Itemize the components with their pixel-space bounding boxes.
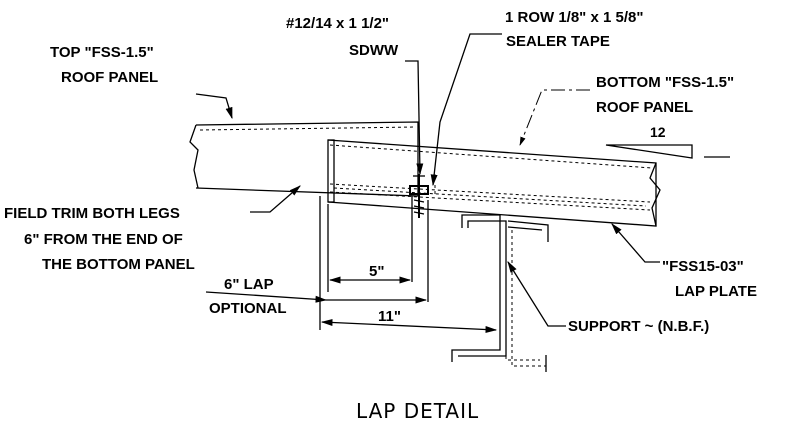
screw-label-2: SDWW	[349, 42, 399, 59]
dimensions	[205, 196, 498, 334]
screw-label-1: #12/14 x 1 1/2"	[286, 15, 389, 32]
bottom-panel-label-2: ROOF PANEL	[596, 99, 693, 116]
dim-11-label: 11"	[378, 308, 401, 325]
field-trim-label-3: THE BOTTOM PANEL	[42, 256, 195, 273]
sealer-label-2: SEALER TAPE	[506, 33, 610, 50]
support-label: SUPPORT ~ (N.B.F.)	[568, 318, 709, 335]
lap-plate-label-1: "FSS15-03"	[662, 258, 744, 275]
annotations: TOP "FSS-1.5" ROOF PANEL #12/14 x 1 1/2"…	[4, 9, 757, 423]
top-panel-label-2: ROOF PANEL	[61, 69, 158, 86]
bottom-roof-panel	[327, 139, 661, 227]
leaders	[195, 33, 660, 327]
support-member	[451, 214, 549, 372]
field-trim-label-2: 6" FROM THE END OF	[24, 231, 183, 248]
slope-label: 12	[650, 124, 666, 140]
top-roof-panel	[189, 121, 419, 197]
fastener	[409, 174, 436, 218]
sealer-label-1: 1 ROW 1/8" x 1 5/8"	[505, 9, 643, 26]
drawing-title: LAP DETAIL	[356, 399, 479, 423]
field-trim-label-1: FIELD TRIM BOTH LEGS	[4, 205, 180, 222]
slope-indicator: 12	[605, 124, 730, 159]
dim-5-label: 5"	[369, 263, 384, 280]
lap-6-label-1: 6" LAP	[224, 276, 274, 293]
lap-plate-label-2: LAP PLATE	[675, 283, 757, 300]
bottom-panel-label-1: BOTTOM "FSS-1.5"	[596, 74, 734, 91]
lap-6-label-2: OPTIONAL	[209, 300, 287, 317]
top-panel-label-1: TOP "FSS-1.5"	[50, 44, 154, 61]
lap-plate	[329, 183, 651, 211]
